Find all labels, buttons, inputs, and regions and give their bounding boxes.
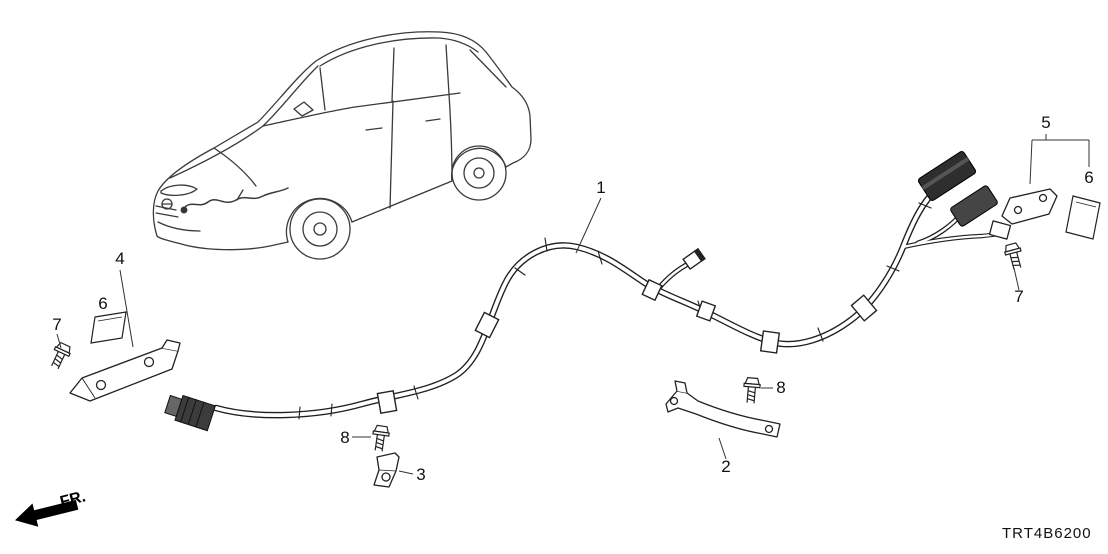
harness-tape-ticks	[298, 202, 932, 420]
fr-arrow-icon	[15, 499, 79, 527]
bolt-part-7-right	[1002, 241, 1026, 272]
callout-3: 3	[416, 465, 425, 484]
car-illustration	[152, 31, 532, 260]
bracket-part-4	[69, 339, 181, 402]
callout-2: 2	[721, 457, 730, 476]
callout-8-left: 8	[340, 428, 349, 447]
harness-branch-connector	[682, 247, 706, 271]
callout-4: 4	[115, 249, 124, 268]
wire-harness	[164, 151, 1006, 432]
bracket-part-2	[665, 380, 781, 438]
harness-connector-top-b	[950, 185, 998, 227]
bolt-part-8-left	[370, 424, 391, 453]
sensor-part-5	[988, 188, 1058, 240]
bolt-part-8-right	[741, 376, 762, 405]
callout-7-left: 7	[52, 315, 61, 334]
fr-direction: FR.	[15, 488, 87, 527]
harness-connector-top-a	[917, 151, 977, 201]
diagram-code: TRT4B6200	[1002, 525, 1092, 542]
fr-label: FR.	[58, 488, 87, 511]
leader-lines	[56, 134, 1090, 475]
callout-7-right: 7	[1014, 287, 1023, 306]
harness-connector-left	[164, 394, 216, 432]
callout-6-left: 6	[98, 294, 107, 313]
callout-5: 5	[1041, 113, 1050, 132]
bracket-part-3	[373, 452, 400, 488]
harness-clamps	[376, 247, 878, 415]
label-part-6-left	[90, 311, 127, 344]
callout-6-right: 6	[1084, 168, 1093, 187]
callout-8-right: 8	[776, 378, 785, 397]
label-part-6-right	[1065, 195, 1101, 240]
callout-1: 1	[596, 178, 605, 197]
